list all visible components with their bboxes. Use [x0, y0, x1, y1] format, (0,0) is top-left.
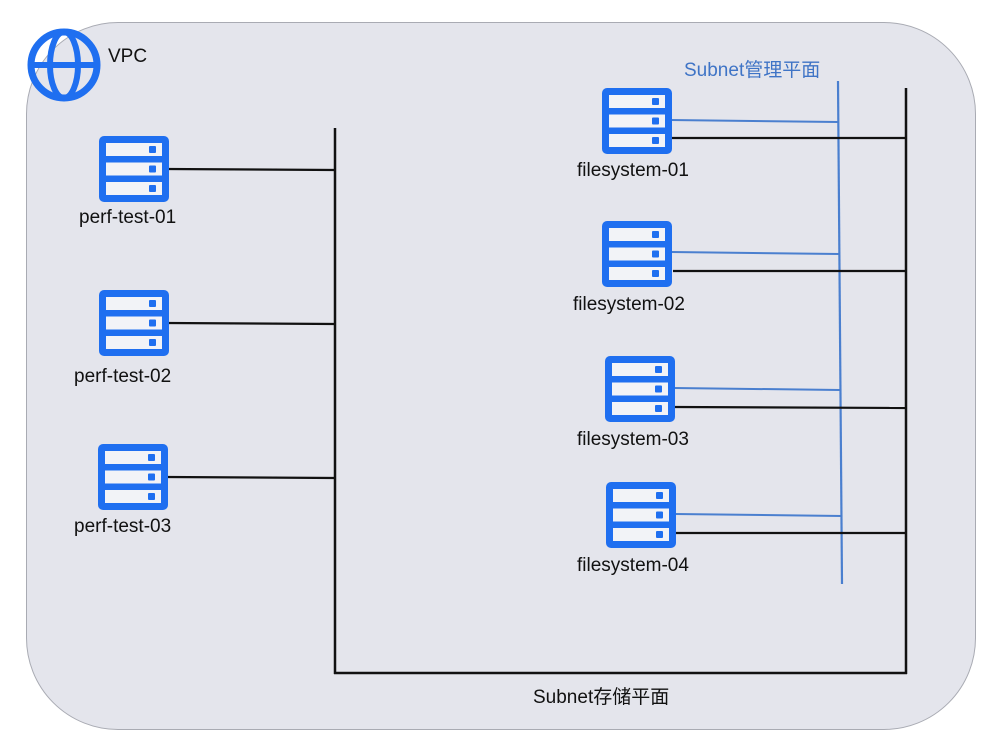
management-bus — [836, 80, 844, 585]
vpc-boundary — [26, 22, 976, 730]
link-perf-test-02-storage — [165, 321, 336, 326]
node-label-perf-test-01: perf-test-01 — [79, 207, 177, 228]
node-label-filesystem-01: filesystem-01 — [577, 160, 689, 181]
server-icon — [602, 221, 672, 287]
server-icon — [98, 444, 168, 510]
server-icon — [99, 290, 169, 356]
server-icon — [99, 136, 169, 202]
link-filesystem-03-mgmt — [673, 387, 841, 391]
server-icon — [605, 356, 675, 422]
link-perf-test-03-storage — [165, 475, 336, 480]
link-filesystem-02-mgmt — [670, 251, 840, 255]
vpc-label: VPC — [108, 46, 148, 67]
server-icon — [602, 88, 672, 154]
node-label-filesystem-02: filesystem-02 — [573, 294, 685, 315]
link-filesystem-04-mgmt — [674, 513, 843, 517]
link-filesystem-03-storage — [673, 405, 907, 410]
node-label-filesystem-03: filesystem-03 — [577, 429, 689, 450]
link-perf-test-01-storage — [165, 167, 336, 172]
node-label-filesystem-04: filesystem-04 — [577, 555, 689, 576]
node-label-perf-test-02: perf-test-02 — [74, 366, 172, 387]
globe-icon — [27, 28, 101, 102]
management-plane-label: Subnet管理平面 — [684, 60, 821, 81]
node-label-perf-test-03: perf-test-03 — [74, 516, 172, 537]
link-filesystem-01-mgmt — [669, 119, 839, 123]
storage-plane-label: Subnet存储平面 — [533, 687, 670, 708]
server-icon — [606, 482, 676, 548]
